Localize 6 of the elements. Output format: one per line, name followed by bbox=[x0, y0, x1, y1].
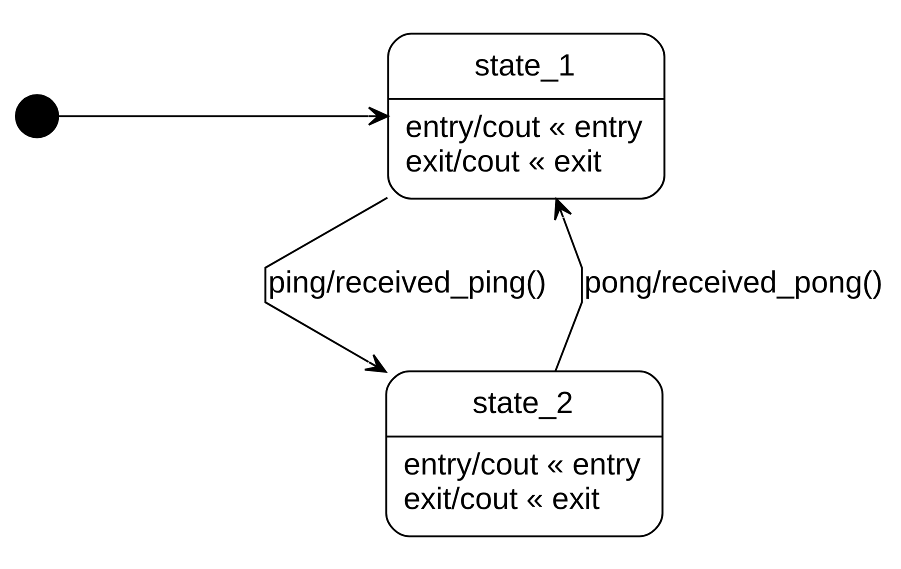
arrow bbox=[554, 198, 583, 371]
node-circle bbox=[15, 94, 60, 138]
arrow bbox=[58, 106, 389, 126]
edge-label: pong/received_pong() bbox=[584, 264, 883, 299]
edge-label: ping/received_ping() bbox=[268, 264, 546, 299]
arrow bbox=[264, 196, 388, 372]
